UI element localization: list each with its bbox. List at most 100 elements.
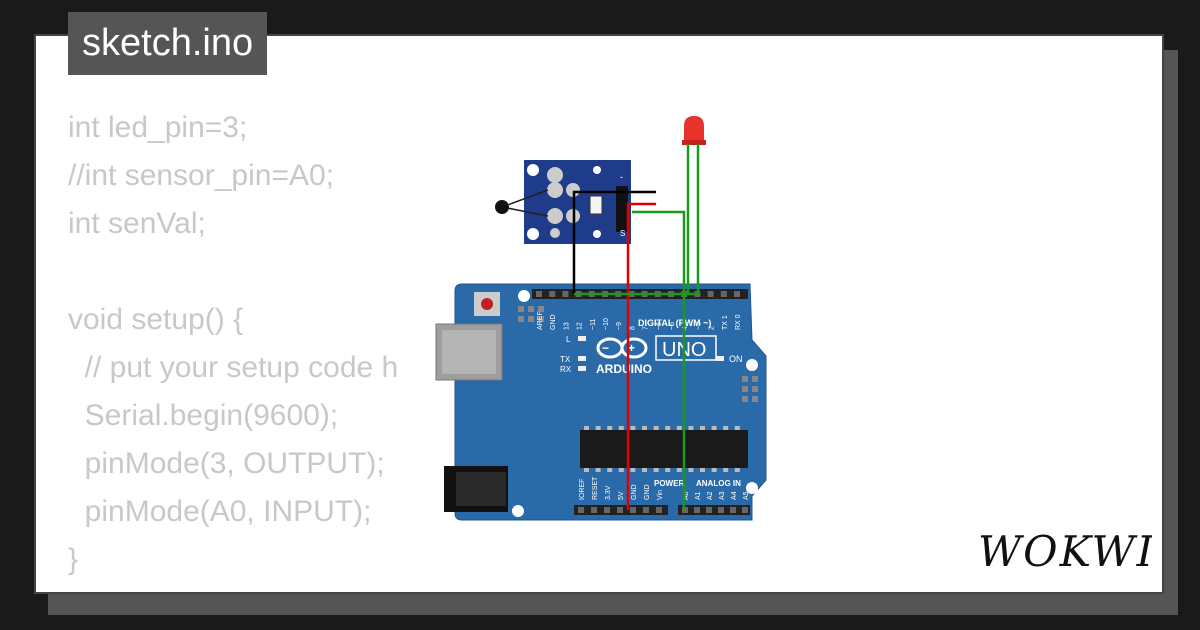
code-line: int led_pin=3; xyxy=(68,111,248,144)
thermistor xyxy=(495,200,509,214)
pin-label: A0 xyxy=(683,491,690,500)
header-pin[interactable] xyxy=(707,291,714,297)
wire-signal[interactable] xyxy=(632,210,686,510)
chip-leg xyxy=(700,468,705,472)
chip-leg xyxy=(676,468,682,472)
code-line: pinMode(3, OUTPUT); xyxy=(68,447,385,480)
code-line: // put your setup code h xyxy=(68,351,399,384)
resistor xyxy=(589,195,603,215)
header-pin[interactable] xyxy=(718,507,724,513)
led-tx xyxy=(578,356,586,361)
label-digital: DIGITAL (PWM ~) xyxy=(638,318,711,328)
chip-leg xyxy=(734,426,740,430)
label-rx: RX xyxy=(560,365,572,374)
header-pin[interactable] xyxy=(643,507,649,513)
arduino-logo: − + xyxy=(596,337,648,359)
chip-leg xyxy=(665,468,671,472)
label-power: POWER xyxy=(654,479,684,488)
header-pin[interactable] xyxy=(706,507,712,513)
wire-5v[interactable] xyxy=(626,202,656,510)
pin-label: RX 0 xyxy=(735,314,742,330)
header-pin[interactable] xyxy=(549,291,556,297)
sensor-pin-minus: - xyxy=(620,172,623,182)
chip-leg xyxy=(711,468,717,472)
red-led[interactable] xyxy=(682,116,706,292)
arduino-uno-board[interactable]: L TX RX ON DIGITAL (PWM ~) POWER ANALOG … xyxy=(435,283,767,521)
code-line: Serial.begin(9600); xyxy=(68,399,339,432)
header-pin[interactable] xyxy=(734,291,740,297)
pin-label: A2 xyxy=(707,491,714,500)
chip-leg xyxy=(665,426,671,430)
header-pin[interactable] xyxy=(656,507,662,513)
icsp-header-right xyxy=(742,376,758,402)
svg-text:−: − xyxy=(602,341,609,355)
pin-label: ~10 xyxy=(603,318,610,330)
pin-label: GND xyxy=(644,484,651,500)
wokwi-logo-text: WOKWI xyxy=(978,527,1152,576)
mounting-hole xyxy=(512,505,524,517)
pin-label: ~5 xyxy=(669,322,676,330)
chip-leg xyxy=(584,426,589,430)
code-line: } xyxy=(68,543,79,576)
pin-label: 13 xyxy=(563,322,570,330)
pin-label: ~11 xyxy=(590,319,597,330)
chip-leg xyxy=(630,468,636,472)
header-pin[interactable] xyxy=(730,507,736,513)
chip-leg xyxy=(734,468,740,472)
chip-leg xyxy=(618,468,624,472)
pin-label: A5 xyxy=(743,491,750,500)
code-line: pinMode(A0, INPUT); xyxy=(68,495,372,528)
pin-label: TX 1 xyxy=(722,315,729,330)
mounting-hole xyxy=(746,482,758,494)
header-pin[interactable] xyxy=(536,291,542,297)
chip-leg xyxy=(723,468,729,472)
pin-label: A4 xyxy=(731,491,738,500)
temperature-sensor-module[interactable]: - S xyxy=(495,160,631,244)
wire-gnd[interactable] xyxy=(572,190,656,294)
led-l xyxy=(578,336,586,341)
header-pin[interactable] xyxy=(742,507,748,513)
header-pin[interactable] xyxy=(604,507,610,513)
header-pin[interactable] xyxy=(630,507,636,513)
brand-text: ARDUINO xyxy=(596,362,652,376)
chip-leg xyxy=(595,468,601,472)
model-box xyxy=(655,335,717,361)
analog-header xyxy=(678,505,750,515)
pin-label: 7 xyxy=(643,326,650,330)
pin-label: IOREF xyxy=(579,479,586,500)
header-pin[interactable] xyxy=(578,507,584,513)
pin-label: 2 xyxy=(709,326,716,330)
wokwi-logo[interactable]: WOKWI xyxy=(972,522,1152,578)
header-pin[interactable] xyxy=(617,507,623,513)
header-pin[interactable] xyxy=(562,291,569,297)
file-tab[interactable]: sketch.ino xyxy=(68,12,268,75)
chip-leg xyxy=(630,426,636,430)
pin-label: AREF xyxy=(537,311,544,330)
pin-label: 4 xyxy=(682,326,689,330)
pin-label: ~9 xyxy=(616,322,623,330)
header-pin[interactable] xyxy=(694,507,700,513)
pin-label: 5V xyxy=(618,491,625,500)
sensor-pin-header xyxy=(616,186,628,232)
chip-leg xyxy=(595,426,601,430)
code-editor: int led_pin=3;//int sensor_pin=A0;int se… xyxy=(68,104,398,584)
code-line: //int sensor_pin=A0; xyxy=(68,159,335,192)
pin-label: A1 xyxy=(695,491,702,500)
chip-leg xyxy=(653,468,659,472)
chip-leg xyxy=(618,426,624,430)
mounting-hole xyxy=(518,290,530,302)
label-tx: TX xyxy=(560,355,571,364)
chip-leg xyxy=(642,468,647,472)
mounting-hole xyxy=(746,359,758,371)
header-pin[interactable] xyxy=(591,507,597,513)
chip-leg xyxy=(607,468,613,472)
pin-label: 8 xyxy=(629,326,636,330)
chip-leg xyxy=(653,426,659,430)
led-on xyxy=(716,356,724,361)
svg-text:+: + xyxy=(628,341,635,355)
chip-leg xyxy=(688,468,694,472)
header-pin[interactable] xyxy=(720,291,727,297)
pin-label: GND xyxy=(550,314,557,330)
pin-label: RESET xyxy=(592,476,599,500)
